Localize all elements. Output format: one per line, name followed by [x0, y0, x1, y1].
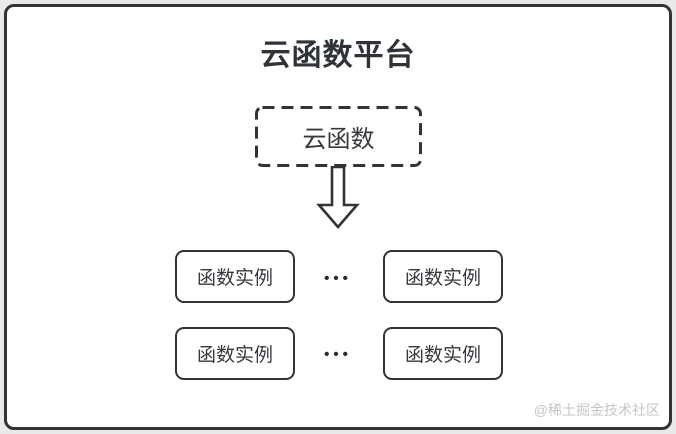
down-arrow-icon — [316, 166, 360, 229]
function-instance-box: 函数实例 — [175, 327, 295, 380]
ellipsis-row-1: ••• — [324, 270, 352, 287]
dashed-border — [255, 106, 422, 167]
function-instance-box: 函数实例 — [175, 250, 295, 303]
watermark: @稀土掘金技术社区 — [533, 402, 660, 418]
page-title: 云函数平台 — [260, 39, 416, 72]
cloud-function-label: 云函数 — [302, 126, 375, 153]
function-instance-box: 函数实例 — [383, 327, 503, 380]
ellipsis-row-2: ••• — [324, 346, 352, 363]
cloud-function-node: 云函数 — [255, 106, 422, 167]
function-instance-box: 函数实例 — [383, 250, 503, 303]
